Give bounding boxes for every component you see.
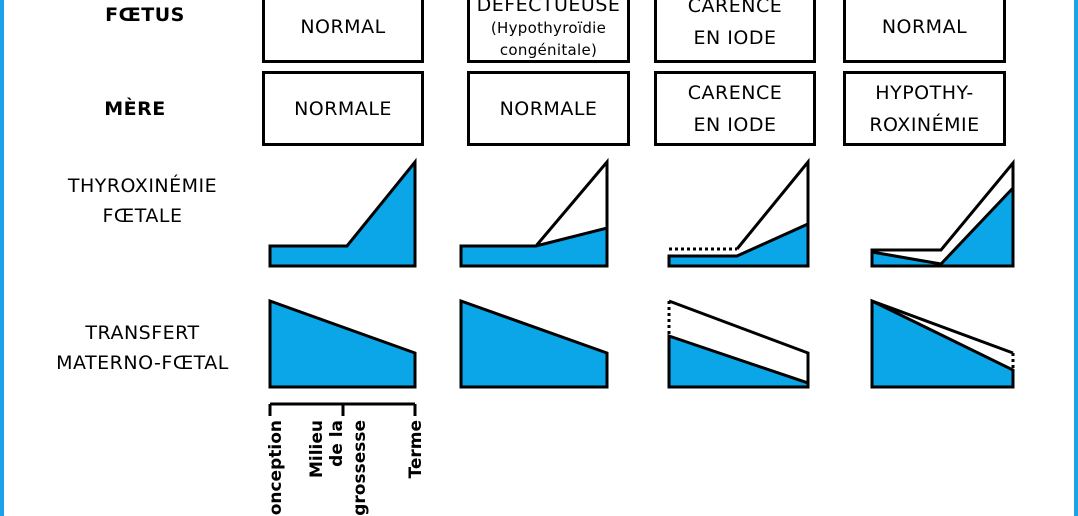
row-label-mere: MÈRE — [104, 98, 166, 120]
timeline-de-la: de la — [327, 420, 347, 467]
box-text: HYPOTHY- — [875, 81, 974, 104]
box-note: (Hypothyroïdie — [490, 18, 607, 37]
thyroxinemie-graph-col2 — [459, 226, 609, 268]
timeline-milieu: Milieu — [307, 420, 327, 478]
timeline-terme: Terme — [406, 420, 426, 479]
row-label-line: TRANSFERT — [85, 322, 200, 344]
right-border — [1074, 0, 1078, 516]
left-border — [0, 0, 4, 516]
transfert-graph-col4 — [870, 298, 1015, 389]
mere-box-col3: CARENCE EN IODE — [654, 71, 816, 146]
expected-outline — [871, 299, 1014, 355]
box-text: EN IODE — [693, 113, 777, 136]
box-text: NORMALE — [499, 97, 598, 120]
row-label-thyroxinemie: THYROXINÉMIE FŒTALE — [30, 171, 255, 231]
timeline-grossesse: grossesse — [350, 420, 370, 516]
box-text: ROXINÉMIE — [869, 113, 980, 136]
row-label-transfert: TRANSFERT MATERNO-FŒTAL — [30, 318, 255, 378]
row-label-line: FŒTALE — [102, 205, 183, 227]
mere-box-col4: HYPOTHY- ROXINÉMIE — [843, 71, 1006, 146]
box-text: NORMAL — [300, 15, 386, 38]
transfert-graph-col3 — [667, 333, 810, 389]
foetus-box-col2: DÉFECTUEUSE (Hypothyroïdie congénitale) — [467, 0, 630, 63]
foetus-box-col4: NORMAL — [843, 0, 1006, 63]
expected-outline — [668, 299, 810, 383]
thyroxinemie-graph-col1 — [268, 157, 417, 268]
row-label-line: MATERNO-FŒTAL — [56, 352, 229, 374]
mere-box-col1: NORMALE — [262, 71, 424, 146]
foetus-box-col3: CARENCE EN IODE — [654, 0, 816, 63]
box-text: EN IODE — [693, 27, 777, 49]
box-text: NORMALE — [294, 97, 392, 120]
thyroxinemie-graph-col3 — [667, 221, 810, 268]
transfert-graph-col1 — [268, 298, 417, 389]
box-note: congénitale) — [499, 40, 598, 59]
transfert-expected-col3 — [669, 301, 808, 383]
box-text: CARENCE — [687, 0, 783, 17]
transfert-graph-col2 — [459, 298, 609, 389]
box-text: CARENCE — [687, 81, 783, 104]
box-text: DÉFECTUEUSE — [476, 0, 621, 16]
timeline-conception: Conception — [266, 420, 286, 516]
foetus-box-col1: NORMAL — [262, 0, 424, 63]
row-label-foetus: FŒTUS — [105, 4, 185, 26]
thyroxinemie-graph-col4 — [870, 184, 1015, 268]
mere-box-col2: NORMALE — [467, 71, 630, 146]
row-label-line: THYROXINÉMIE — [67, 175, 218, 197]
box-text: NORMAL — [881, 15, 968, 38]
